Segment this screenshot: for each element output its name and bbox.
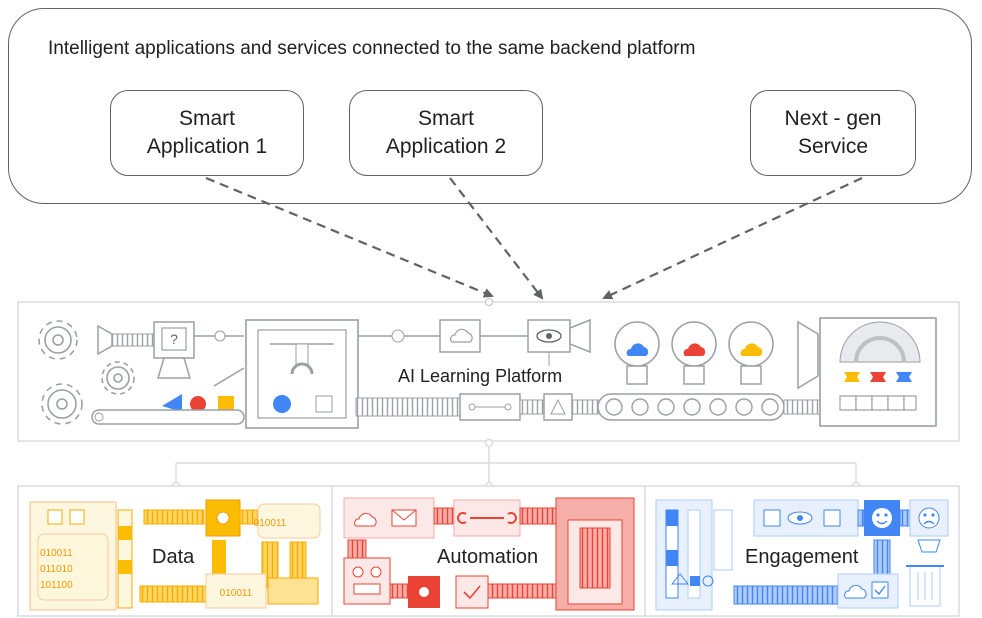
applications-headline: Intelligent applications and services co… — [48, 38, 696, 59]
app-2-line-2: Application 2 — [385, 135, 507, 158]
blue-ball — [273, 395, 291, 413]
app-2-line-1: Smart — [417, 107, 474, 130]
ribbed-conveyor — [355, 397, 461, 417]
pipe-left — [111, 333, 155, 347]
dashed-arrows — [205, 176, 863, 300]
blue-triangle — [162, 394, 182, 412]
binary-top: 010011 — [254, 518, 287, 529]
cloud-icon — [844, 584, 867, 599]
claw-icon — [290, 362, 314, 375]
claw-arm — [295, 343, 309, 365]
eye-camera — [527, 319, 571, 353]
yellow-cloud — [740, 343, 763, 356]
arrow-service-to-platform — [602, 177, 863, 300]
blue-cloud — [626, 343, 649, 356]
arrow-app2-to-platform — [449, 177, 544, 300]
binary-bottom: 010011 — [220, 588, 253, 599]
platform-top-node — [485, 298, 493, 306]
tree-connector — [171, 438, 861, 491]
binary-row-2: 011010 — [40, 564, 73, 575]
service-line-2: Service — [797, 135, 868, 158]
engagement-panel-label: Engagement — [745, 546, 859, 568]
wrench-icon — [457, 512, 517, 524]
app-1-line-2: Application 1 — [146, 135, 268, 158]
arrow-app1-to-platform — [205, 176, 494, 298]
automation-panel-art — [343, 497, 635, 611]
sad-face-icon — [918, 507, 940, 529]
binary-row-3: 101100 — [40, 580, 73, 591]
yellow-square — [218, 396, 234, 412]
binary-row-1: 010011 — [40, 548, 73, 559]
app-1-line-1: Smart — [178, 107, 235, 130]
cloud-icon — [354, 512, 377, 527]
lower-belt — [91, 409, 245, 425]
gear-icon — [38, 320, 135, 425]
service-line-1: Next - gen — [784, 107, 882, 130]
checkbox-icon — [463, 585, 481, 600]
red-circle — [190, 396, 206, 412]
smiley-icon — [872, 508, 892, 528]
data-panel-label: Data — [152, 546, 195, 568]
question-mark: ? — [170, 331, 178, 347]
automation-panel-label: Automation — [437, 546, 539, 568]
platform-label: AI Learning Platform — [398, 366, 563, 386]
engagement-panel-art — [655, 499, 949, 611]
speaker — [797, 320, 819, 390]
red-cloud — [683, 343, 706, 356]
cloud-icon — [450, 328, 473, 343]
data-panel-art — [29, 499, 321, 611]
lightbulb-icon — [614, 321, 774, 385]
envelope-icon — [391, 509, 417, 527]
robot-icon — [343, 557, 391, 605]
